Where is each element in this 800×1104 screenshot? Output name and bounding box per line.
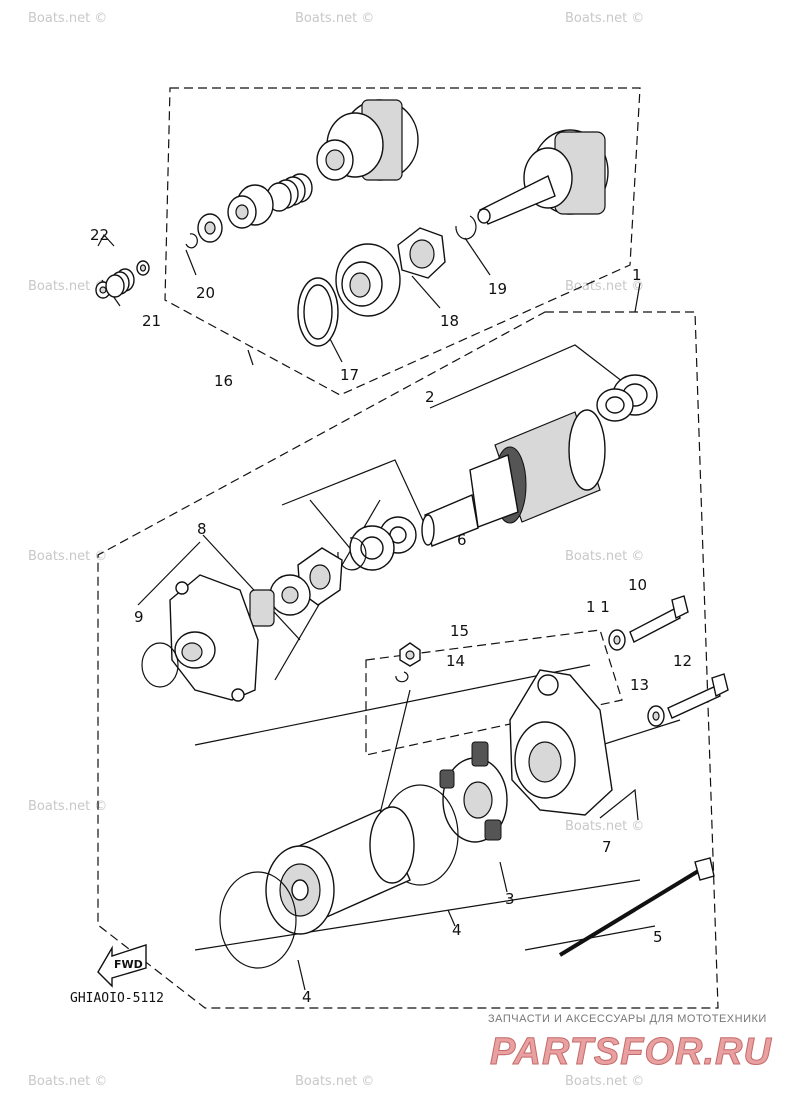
lower-parts: FWD (97, 595, 729, 988)
spring (266, 173, 313, 212)
washer-set-right (596, 374, 658, 422)
watermark: Boats.net © (565, 279, 644, 294)
drive-group-parts (95, 99, 609, 347)
callout-22: 22 (90, 226, 109, 244)
callout-1: 1 (632, 266, 642, 284)
brand-tagline: ЗАПЧАСТИ И АКСЕССУАРЫ ДЛЯ МОТОТЕХНИКИ (488, 1013, 767, 1025)
callout-3: 3 (505, 890, 515, 908)
callout-13: 13 (630, 676, 649, 694)
bearing-8 (249, 574, 311, 627)
main-group-outline (97, 311, 719, 1009)
callout-4a: 4 (452, 921, 462, 939)
watermark: Boats.net © (28, 549, 107, 564)
callout-12: 12 (673, 652, 692, 670)
callout-6: 6 (457, 531, 467, 549)
roller-bearing-17 (297, 277, 339, 347)
bolt-12 (667, 673, 729, 719)
callout-7: 7 (602, 838, 612, 856)
leader-lines (97, 233, 681, 991)
clutch-shaft (477, 129, 609, 225)
callout-4b: 4 (302, 988, 312, 1006)
footer-branding: ЗАПЧАСТИ И АКСЕССУАРЫ ДЛЯ МОТОТЕХНИКИ PA… (488, 1013, 772, 1074)
rear-cover-7 (509, 669, 613, 816)
watermark: Boats.net © (565, 549, 644, 564)
stopper (227, 184, 274, 229)
callout-16: 16 (214, 372, 233, 390)
watermark-layer: Boats.net © Boats.net © Boats.net © Boat… (28, 11, 644, 1089)
watermark: Boats.net © (565, 1074, 644, 1089)
callout-9: 9 (134, 608, 144, 626)
circlip-19 (455, 215, 477, 240)
watermark: Boats.net © (28, 799, 107, 814)
armature-6 (421, 409, 606, 547)
callout-19: 19 (488, 280, 507, 298)
callout-2: 2 (425, 388, 435, 406)
bracket-group-outline (365, 629, 623, 756)
armature-parts (141, 374, 658, 702)
callout-8: 8 (197, 520, 207, 538)
pinion-gear (316, 99, 419, 181)
fwd-label: FWD (114, 958, 143, 971)
fwd-arrow: FWD (97, 944, 147, 988)
watermark: Boats.net © (28, 279, 107, 294)
nut-15 (399, 642, 421, 667)
plate-18 (397, 227, 446, 279)
drive-group-outline (164, 87, 641, 396)
washer (197, 213, 223, 243)
clip-20 (185, 233, 198, 249)
washer-set-left (337, 516, 417, 571)
washer-11 (608, 629, 626, 651)
callout-14: 14 (446, 652, 465, 670)
callout-18: 18 (440, 312, 459, 330)
callout-5: 5 (653, 928, 663, 946)
washer-14 (395, 671, 409, 683)
brand-logo: PARTSFOR.RU (490, 1031, 772, 1073)
through-bolt-5 (558, 857, 715, 957)
yoke-4 (219, 784, 459, 969)
watermark: Boats.net © (28, 11, 107, 26)
watermark: Boats.net © (565, 819, 644, 834)
callout-10: 10 (628, 576, 647, 594)
callout-17: 17 (340, 366, 359, 384)
bearing-housing (335, 243, 401, 317)
watermark: Boats.net © (28, 1074, 107, 1089)
group-outlines (97, 87, 719, 1009)
watermark: Boats.net © (295, 1074, 374, 1089)
watermark: Boats.net © (295, 11, 374, 26)
brush-holder-3 (439, 741, 508, 843)
spacer-21-22 (95, 260, 150, 299)
callout-15: 15 (450, 622, 469, 640)
callout-20: 20 (196, 284, 215, 302)
front-cover-8 (169, 574, 259, 702)
callout-21: 21 (142, 312, 161, 330)
callout-numbers: 1 2 3 4 4 5 6 7 8 9 10 1 1 12 13 14 15 1… (90, 226, 692, 1006)
watermark: Boats.net © (565, 11, 644, 26)
washer-13 (647, 705, 665, 727)
bolt-10 (629, 595, 689, 643)
o-ring-9 (141, 642, 179, 688)
diagram-code: GHIAOIO-5112 (70, 991, 164, 1006)
callout-11: 1 1 (586, 598, 610, 616)
